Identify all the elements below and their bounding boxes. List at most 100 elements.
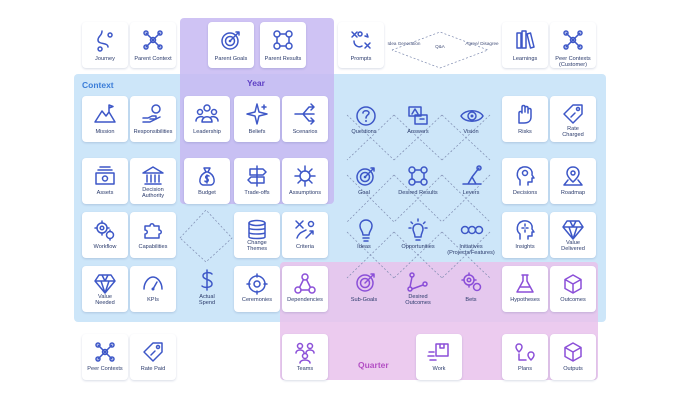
network-icon [563, 30, 583, 50]
label-beliefs: Beliefs [248, 129, 266, 135]
card-dependencies[interactable] [282, 266, 328, 312]
card-workflow[interactable] [82, 212, 128, 258]
card-budget[interactable] [184, 158, 230, 204]
card-outcomes[interactable] [550, 266, 596, 312]
label-responsibilities: Responsibilities [133, 129, 173, 135]
mountain-flag-icon [94, 104, 116, 123]
institution-icon [142, 166, 164, 185]
puzzle-icon [144, 223, 162, 239]
network-icon [95, 342, 115, 362]
label-levers: Levers [462, 190, 480, 196]
card-change-themes[interactable] [234, 212, 280, 258]
label-mission: Mission [95, 129, 115, 135]
label-decision-authority: Decision Authority [141, 187, 165, 200]
card-work[interactable] [416, 334, 462, 380]
team-icon [295, 342, 315, 364]
label-plans: Plans [518, 366, 532, 372]
label-value-delivered: Value Delivered [561, 240, 585, 253]
label-parent-context: Parent Context [134, 56, 172, 62]
label-insights: Insights [515, 244, 535, 250]
card-value-delivered[interactable] [550, 212, 596, 258]
card-rate-charged[interactable] [550, 96, 596, 142]
lever-icon [462, 165, 482, 185]
card-leadership[interactable] [184, 96, 230, 142]
card-teams[interactable] [282, 334, 328, 380]
card-peer-contexts-customer[interactable] [550, 22, 596, 68]
card-rate-paid[interactable] [130, 334, 176, 380]
card-kpis[interactable] [130, 266, 176, 312]
card-parent-results[interactable] [260, 22, 306, 68]
card-ceremonies[interactable] [234, 266, 280, 312]
label-decisions: Decisions [512, 190, 538, 196]
target-icon [356, 167, 375, 186]
label-desired-outcomes: Desired Outcomes [405, 294, 431, 307]
hand-coin-icon [142, 104, 161, 123]
path-points-icon [407, 272, 428, 292]
label-outputs: Outputs [563, 366, 583, 372]
label-capabilities: Capabilities [138, 244, 168, 250]
box-icon [564, 342, 582, 362]
ceremony-icon [246, 273, 268, 295]
gears-icon [94, 220, 115, 241]
card-prompts[interactable] [338, 22, 384, 68]
label-leadership: Leadership [193, 129, 221, 135]
card-risks[interactable] [502, 96, 548, 142]
label-journey: Journey [95, 56, 115, 62]
criteria-icon [295, 220, 315, 239]
results-grid-icon [273, 30, 293, 50]
card-criteria[interactable] [282, 212, 328, 258]
card-peer-contexts[interactable] [82, 334, 128, 380]
card-decision-authority[interactable] [130, 158, 176, 204]
label-value-needed: Value Needed [95, 294, 115, 307]
card-assets[interactable] [82, 158, 128, 204]
insight-head-icon [516, 220, 535, 240]
card-outputs[interactable] [550, 334, 596, 380]
card-hypotheses[interactable] [502, 266, 548, 312]
card-roadmap[interactable] [550, 158, 596, 204]
label-dependencies: Dependencies [287, 297, 323, 303]
card-parent-context[interactable] [130, 22, 176, 68]
branch-arrows-icon [294, 103, 315, 125]
sparkle-icon [246, 103, 268, 125]
map-pin-icon [563, 166, 583, 186]
answers-chat-icon [408, 106, 428, 125]
card-parent-goals[interactable] [208, 22, 254, 68]
label-sub-goals: Sub-Goals [350, 297, 378, 303]
card-insights[interactable] [502, 212, 548, 258]
cash-stack-icon [95, 166, 115, 185]
card-decisions[interactable] [502, 158, 548, 204]
label-ceremonies: Ceremonies [241, 297, 273, 303]
card-beliefs[interactable] [234, 96, 280, 142]
label-learnings: Learnings [512, 56, 538, 62]
label-workflow: Workflow [93, 244, 117, 250]
lightbulb-icon [359, 219, 373, 242]
label-initiatives: Initiatives (Projects/Features) [447, 244, 495, 257]
label-budget: Budget [198, 190, 216, 196]
card-learnings[interactable] [502, 22, 548, 68]
card-assumptions[interactable] [282, 158, 328, 204]
label-hypotheses: Hypotheses [510, 297, 540, 303]
results-grid-icon [408, 166, 428, 186]
label-desired-results: Desired Results [398, 190, 438, 196]
label-goal: Goal [358, 190, 370, 196]
card-trade-offs[interactable] [234, 158, 280, 204]
flow-label-idea-generation: Idea Generation [387, 41, 421, 46]
card-value-needed[interactable] [82, 266, 128, 312]
card-journey[interactable] [82, 22, 128, 68]
gear-bet-icon [461, 272, 482, 292]
label-work: Work [432, 366, 446, 372]
card-plans[interactable] [502, 334, 548, 380]
coin-stack-icon [248, 219, 266, 240]
books-icon [516, 30, 535, 49]
card-capabilities[interactable] [130, 212, 176, 258]
label-criteria: Criteria [295, 244, 315, 250]
card-mission[interactable] [82, 96, 128, 142]
price-tag-icon [563, 104, 583, 124]
label-prompts: Prompts [350, 56, 372, 62]
card-responsibilities[interactable] [130, 96, 176, 142]
risk-hand-icon [518, 104, 532, 124]
target-icon [356, 273, 375, 292]
card-scenarios[interactable] [282, 96, 328, 142]
label-teams: Teams [296, 366, 314, 372]
label-scenarios: Scenarios [292, 129, 318, 135]
